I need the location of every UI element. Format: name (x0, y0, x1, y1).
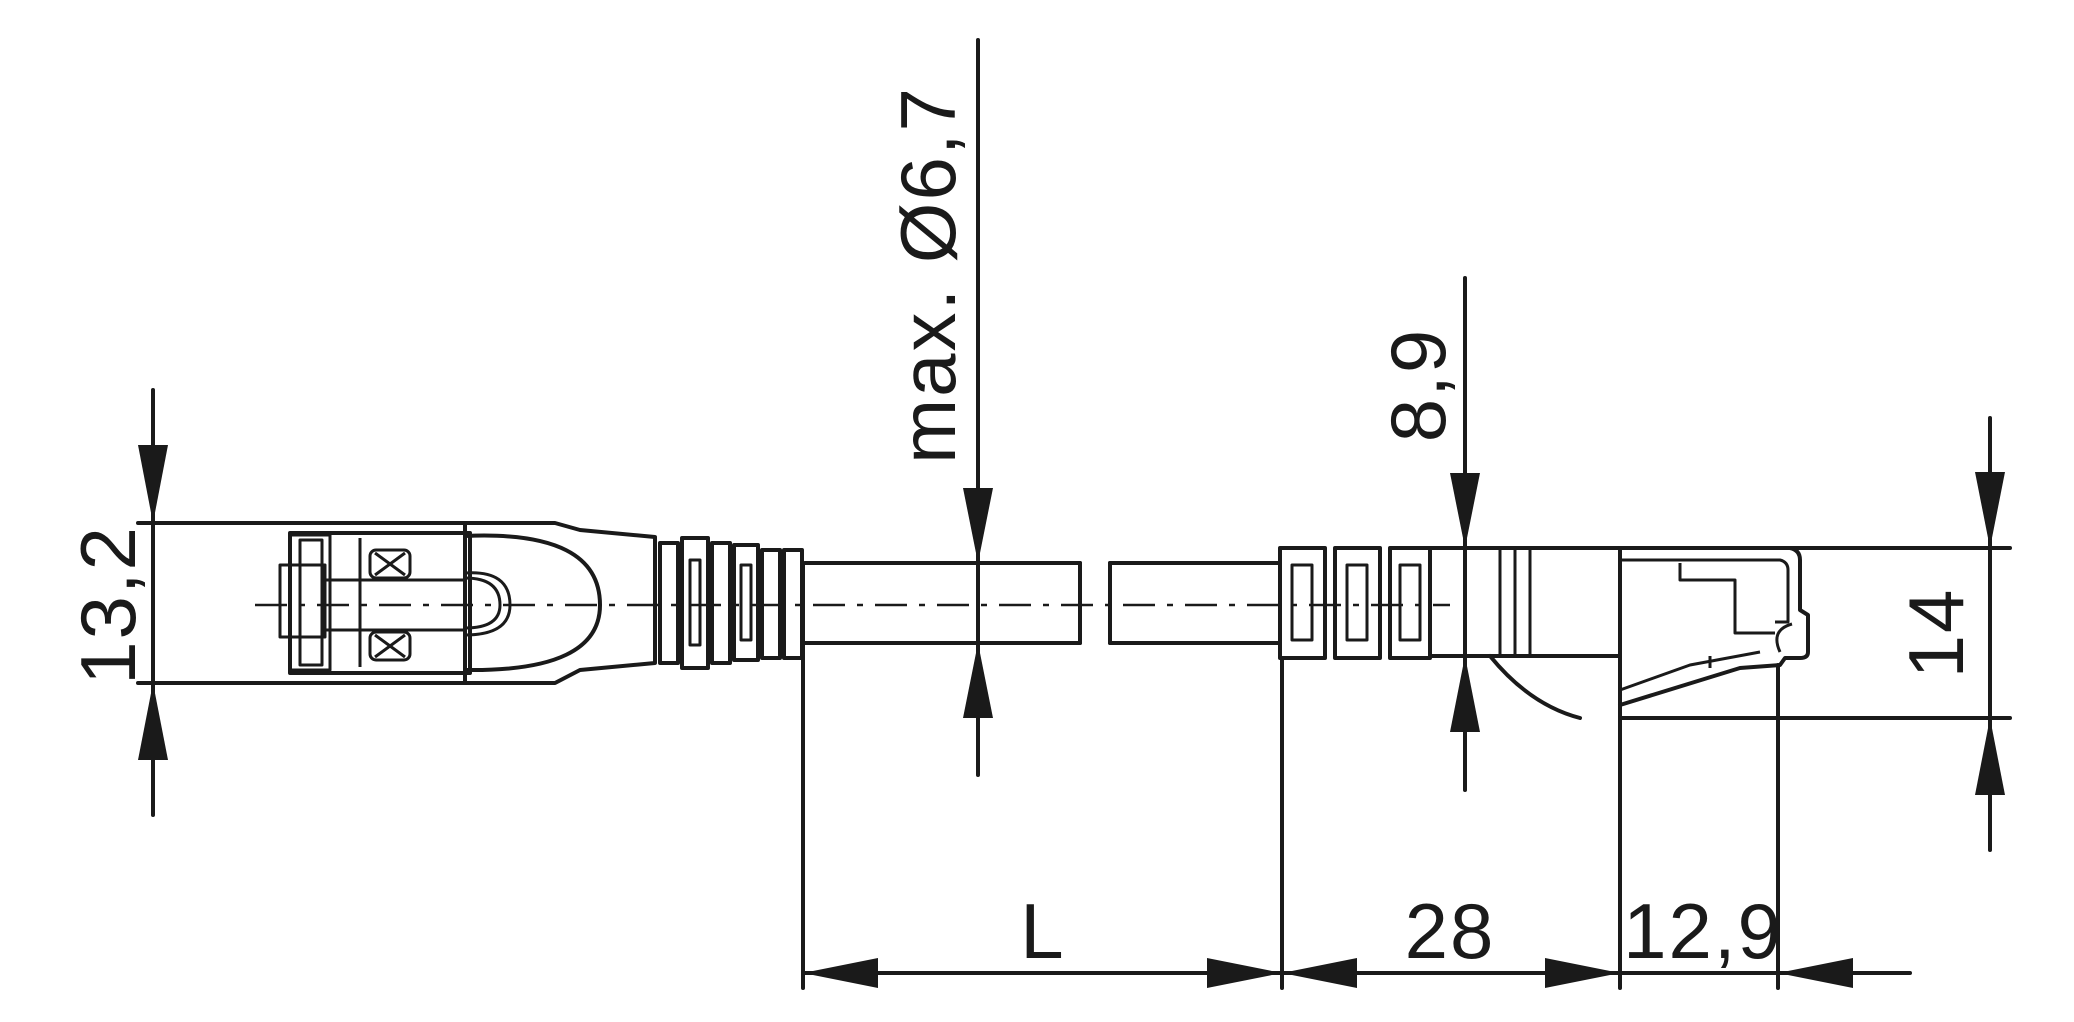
arrow-right-icon (1545, 958, 1620, 988)
left-plug (138, 521, 804, 685)
arrow-down-icon (138, 445, 168, 523)
arrow-up-icon (1975, 718, 2005, 795)
arrow-left-icon (1282, 958, 1357, 988)
contact-cross-icon (368, 548, 412, 662)
dim-right-height: 14 (1618, 416, 2012, 852)
boot-height-label: 8,9 (1374, 328, 1462, 442)
left-strain-relief (658, 536, 804, 670)
right-plug (1618, 546, 1810, 720)
arrow-left-icon (803, 958, 878, 988)
cable (803, 561, 1282, 645)
arrow-right-icon (1207, 958, 1282, 988)
left-plug-height-label: 13,2 (64, 525, 152, 685)
boot-length-label: 28 (1405, 887, 1496, 975)
arrow-down-icon (1975, 472, 2005, 548)
dim-boot-height: 8,9 (1374, 276, 1480, 792)
arrow-down-icon (1450, 473, 1480, 548)
arrow-up-icon (1450, 656, 1480, 732)
dim-lengths: L 28 12,9 (801, 561, 1912, 990)
dim-cable-diameter: max. Ø6,7 (884, 38, 993, 777)
arrow-up-icon (963, 643, 993, 718)
cable-length-label: L (1020, 887, 1065, 975)
arrow-up-icon (138, 683, 168, 760)
dim-left-height: 13,2 (64, 388, 302, 817)
arrow-left-icon (1778, 958, 1853, 988)
arrow-down-icon (963, 488, 993, 563)
right-plug-height-label: 14 (1892, 588, 1980, 679)
plug-length-label: 12,9 (1623, 887, 1783, 975)
cable-diameter-label: max. Ø6,7 (884, 86, 972, 464)
right-boot (1278, 546, 1622, 720)
